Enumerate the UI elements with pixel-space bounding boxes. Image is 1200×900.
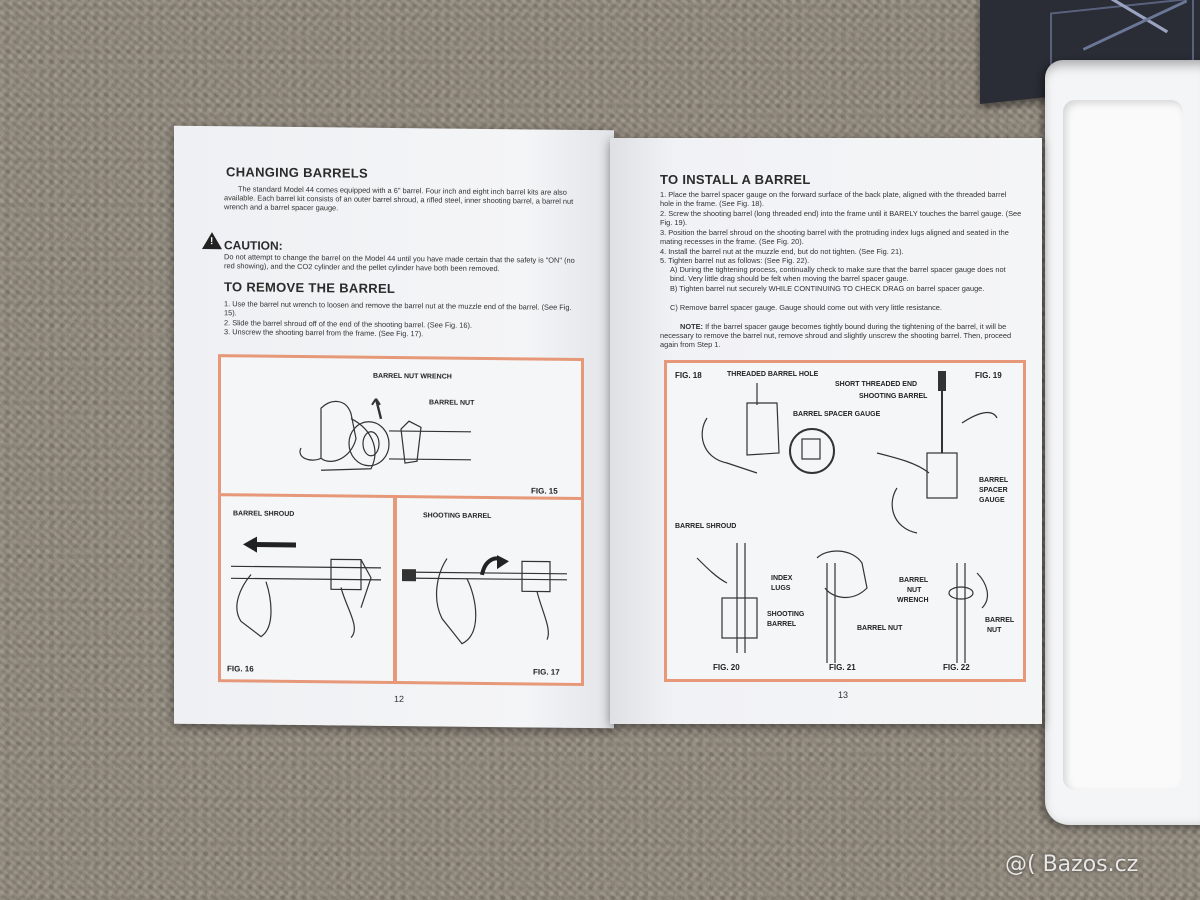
styrofoam-packaging (1045, 60, 1200, 825)
fig22-label-nut: NUT (907, 587, 922, 594)
fig20-caption: FIG. 20 (713, 663, 740, 672)
fig22-label-barrel: BARREL (899, 577, 929, 584)
install-step-5c: C) Remove barrel spacer gauge. Gauge sho… (670, 303, 942, 312)
fig18-caption: FIG. 18 (675, 371, 702, 380)
caution-warning-icon (202, 231, 222, 250)
install-step-2: 2. Screw the shooting barrel (long threa… (660, 209, 1022, 227)
caution-text: Do not attempt to change the barrel on t… (224, 252, 575, 274)
figure-17: SHOOTING BARREL FIG. 17 (394, 495, 584, 686)
fig22-label-nut-2: NUT (987, 627, 1002, 634)
fig19-label-spacer: SPACER (979, 487, 1008, 494)
fig20-label-index: INDEX (771, 575, 793, 582)
styrofoam-ridge (1063, 100, 1183, 790)
intro-text: The standard Model 44 comes equipped wit… (224, 184, 574, 213)
fig19-caption: FIG. 19 (975, 371, 1002, 380)
fig21-caption: FIG. 21 (829, 663, 856, 672)
fig19-label-short-threaded-end: SHORT THREADED END (835, 381, 918, 388)
install-step-1: 1. Place the barrel spacer gauge on the … (660, 190, 1007, 208)
right-page: TO INSTALL A BARREL 1. Place the barrel … (610, 138, 1042, 724)
fig16-illustration (231, 536, 381, 638)
fig17-illustration (402, 555, 567, 645)
fig22-label-barrel-2: BARREL (985, 617, 1015, 624)
note-text: NOTE: If the barrel spacer gauge becomes… (660, 322, 1022, 349)
left-page: CHANGING BARRELS The standard Model 44 c… (174, 125, 614, 729)
fig15-illustration (299, 398, 471, 471)
figure-16: BARREL SHROUD FIG. 16 (218, 493, 396, 685)
install-step-4: 4. Install the barrel nut at the muzzle … (660, 247, 904, 256)
fig19-label-gauge: GAUGE (979, 497, 1005, 504)
heading-remove-barrel: TO REMOVE THE BARREL (224, 279, 396, 297)
page-number-12: 12 (394, 694, 405, 705)
fig15-caption: FIG. 15 (531, 486, 558, 496)
install-step-5a: A) During the tightening process, contin… (670, 265, 1006, 283)
note-label: NOTE: (680, 322, 703, 331)
fig19-label-barrel: BARREL (979, 477, 1009, 484)
fig22-label-wrench: WRENCH (897, 597, 929, 604)
fig18-label-threaded-barrel-hole: THREADED BARREL HOLE (727, 371, 819, 378)
watermark: @( Bazos.cz (1005, 852, 1139, 877)
heading-changing-barrels: CHANGING BARRELS (226, 164, 369, 181)
fig16-label-barrel-shroud: BARREL SHROUD (233, 510, 295, 518)
figures-18-22: FIG. 18 THREADED BARREL HOLE BARREL SPAC… (664, 360, 1026, 682)
install-step-5: 5. Tighten barrel nut as follows: (See F… (660, 256, 810, 265)
remove-step-1: 1. Use the barrel nut wrench to loosen a… (224, 299, 572, 318)
fig20-label-barrel-shroud: BARREL SHROUD (675, 523, 737, 530)
install-step-3: 3. Position the barrel shroud on the sho… (660, 228, 1009, 246)
fig15-label-barrel-nut-wrench: BARREL NUT WRENCH (373, 372, 452, 381)
install-step-5b: B) Tighten barrel nut securely WHILE CON… (670, 284, 985, 293)
fig20-label-shooting: SHOOTING (767, 611, 805, 618)
fig17-label-shooting-barrel: SHOOTING BARREL (423, 512, 492, 521)
fig17-caption: FIG. 17 (533, 667, 560, 677)
fig20-label-barrel: BARREL (767, 621, 797, 628)
fig22-caption: FIG. 22 (943, 663, 970, 672)
fig18-22-illustration (696, 371, 998, 663)
fig21-label-barrel-nut: BARREL NUT (857, 625, 903, 632)
fig20-label-lugs: LUGS (771, 585, 791, 592)
heading-install-barrel: TO INSTALL A BARREL (660, 172, 811, 187)
fig18-label-barrel-spacer-gauge: BARREL SPACER GAUGE (793, 411, 881, 418)
fig15-label-barrel-nut: BARREL NUT (429, 399, 475, 407)
fig16-caption: FIG. 16 (227, 664, 254, 674)
instruction-booklet: CHANGING BARRELS The standard Model 44 c… (174, 125, 1044, 729)
caution-label: CAUTION: (224, 238, 283, 253)
note-body: If the barrel spacer gauge becomes tight… (660, 322, 1012, 349)
figure-15: BARREL NUT WRENCH BARREL NUT FIG. 15 (218, 354, 584, 502)
page-number-13: 13 (838, 690, 849, 700)
fig19-label-shooting-barrel: SHOOTING BARREL (859, 393, 928, 400)
